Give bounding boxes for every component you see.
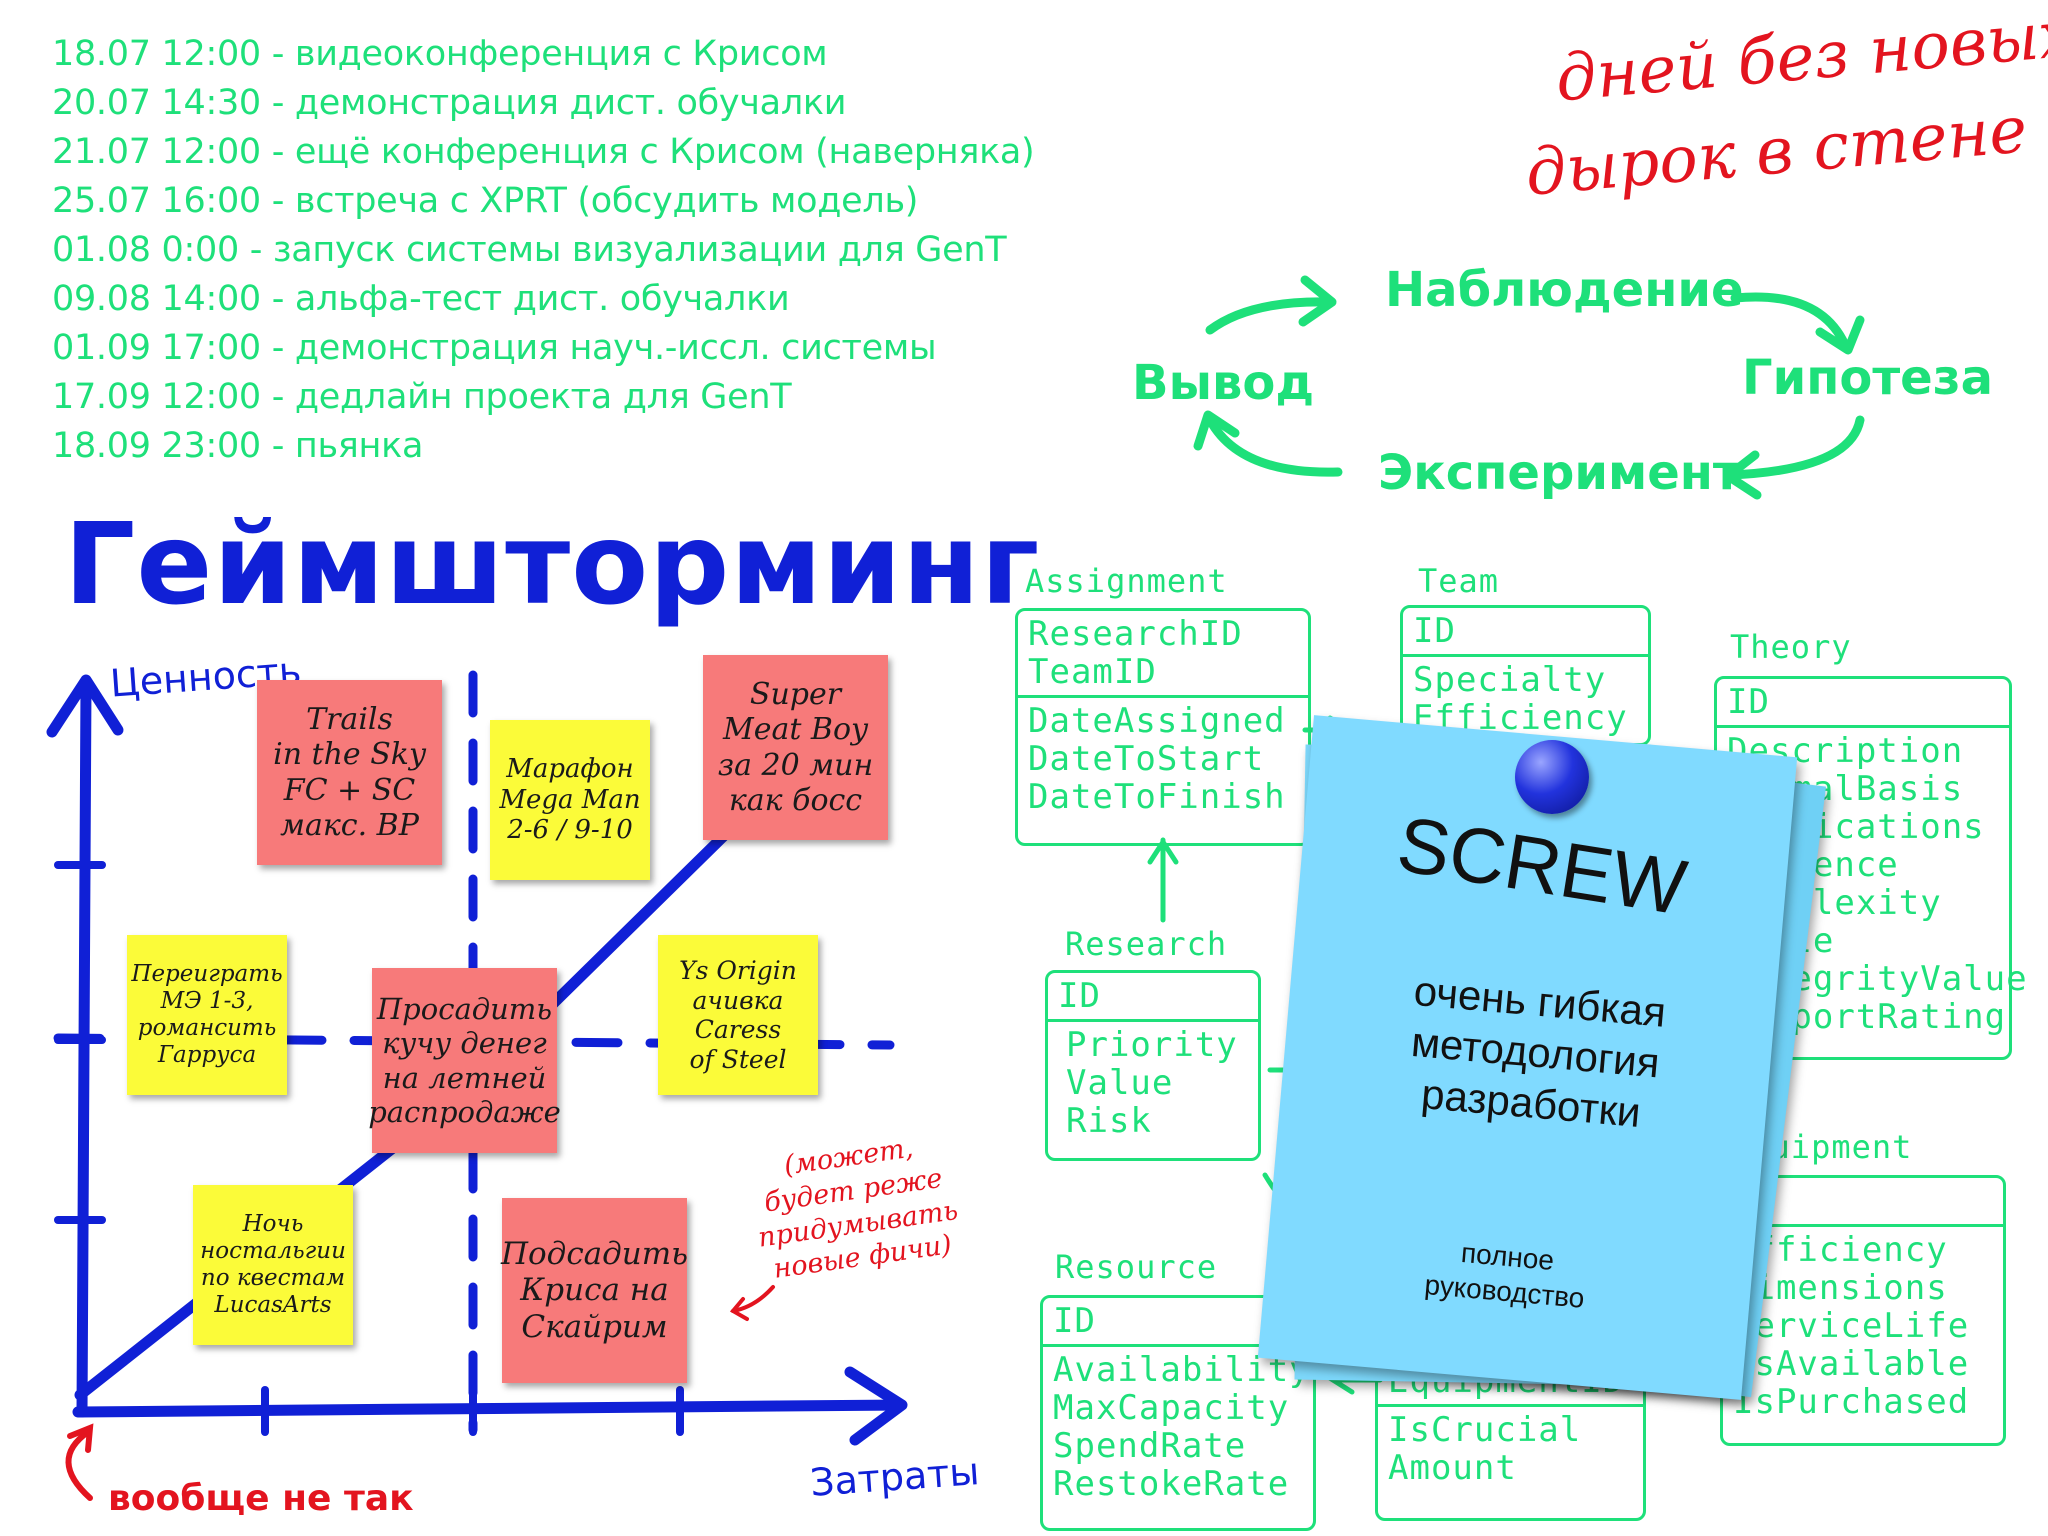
sticky-lucasarts: Ночь ностальгии по квестам LucasArts (193, 1185, 353, 1345)
field: DateToStart (1028, 739, 1265, 779)
field: Specialty (1413, 660, 1607, 700)
table-keys: ResearchID TeamID (1018, 611, 1308, 698)
field: Efficiency (1733, 1230, 1948, 1270)
schedule-item: 20.07 14:30 - демонстрация дист. обучалк… (52, 83, 847, 123)
schedule-item: 01.08 0:00 - запуск системы визуализации… (52, 230, 1007, 270)
schedule-item: 09.08 14:00 - альфа-тест дист. обучалки (52, 279, 790, 319)
schedule-item: 18.09 23:00 - пьянка (52, 426, 424, 466)
field: Amount (1388, 1448, 1517, 1488)
cycle-conclusion: Вывод (1132, 355, 1315, 411)
schedule-item: 17.09 12:00 - дедлайн проекта для GenT (52, 377, 792, 417)
sticky-text: Ночь ностальгии по квестам LucasArts (200, 1210, 346, 1319)
table-fields: Priority Value Risk (1048, 1022, 1258, 1144)
field: ID (1058, 976, 1101, 1016)
schedule-item: 25.07 16:00 - встреча с XPRT (обсудить м… (52, 181, 919, 221)
field: Dimensions (1733, 1268, 1948, 1308)
table-fields: DateAssigned DateToStart DateToFinish (1018, 698, 1308, 820)
table-team: ID Specialty Efficiency (1400, 605, 1651, 746)
arrow-to-conclusion (1205, 415, 1343, 477)
sticky-skyrim: Подсадить Криса на Скайрим (500, 1198, 689, 1383)
table-fields: Specialty Efficiency (1403, 657, 1648, 741)
sticky-trails: Trails in the Sky FC + SC макс. BP (257, 680, 442, 865)
schedule-list: 18.07 12:00 - видеоконференция с Крисом … (52, 30, 1035, 471)
field: TeamID (1028, 652, 1157, 692)
arrow-to-observation (1205, 297, 1335, 335)
maybe-note: (может, будет реже придумывать новые фич… (756, 1132, 960, 1286)
field: ID (1413, 611, 1456, 651)
schedule-item: 21.07 12:00 - ещё конференция с Крисом (… (52, 132, 1035, 172)
sticky-ys-origin: Ys Origin ачивка Caress of Steel (658, 935, 818, 1095)
sticky-text: Подсадить Криса на Скайрим (500, 1235, 689, 1345)
field: ServiceLife (1733, 1306, 1970, 1346)
field: IsAvailable (1733, 1344, 1970, 1384)
table-research: ID Priority Value Risk (1045, 970, 1261, 1161)
field: ResearchID (1028, 614, 1243, 654)
table-title-theory: Theory (1730, 628, 1852, 666)
table-resource: ID Availability MaxCapacity SpendRate Re… (1040, 1295, 1316, 1531)
field: DateToFinish (1028, 777, 1286, 817)
page-title: Геймшторминг (64, 500, 1041, 630)
bottom-note: вообще не так (108, 1478, 414, 1519)
field: DateAssigned (1028, 701, 1286, 741)
schedule-item: 01.09 17:00 - демонстрация науч.-иссл. с… (52, 328, 937, 368)
field: Priority (1066, 1025, 1238, 1065)
sticky-megaman: Марафон Mega Man 2-6 / 9-10 (490, 720, 650, 880)
table-title-research: Research (1065, 925, 1228, 963)
sticky-text: Ys Origin ачивка Caress of Steel (679, 956, 797, 1074)
field: ID (1727, 682, 1770, 722)
card-title: SCREW (1391, 799, 1693, 932)
cycle-experiment: Эксперимент (1378, 445, 1741, 501)
sticky-replay-me: Переиграть МЭ 1-3, романсить Гарруса (127, 935, 287, 1095)
table-fields: IsCrucial Amount (1378, 1407, 1643, 1491)
small-arrow-icon (729, 1285, 775, 1321)
sticky-supermeat: Super Meat Boy за 20 мин как босс (703, 655, 888, 840)
table-assignment: ResearchID TeamID DateAssigned DateToSta… (1015, 608, 1311, 846)
table-title-assignment: Assignment (1025, 562, 1228, 600)
sticky-text: Super Meat Boy за 20 мин как босс (717, 676, 874, 818)
arrow-to-experiment (1725, 415, 1865, 480)
sticky-summer-sale: Просадить кучу денег на летней распродаж… (368, 968, 561, 1153)
cycle-hypothesis: Гипотеза (1742, 350, 1994, 406)
sticky-text: Trails in the Sky FC + SC макс. BP (273, 701, 426, 843)
field: IsCrucial (1388, 1410, 1582, 1450)
field: IsPurchased (1733, 1382, 1970, 1422)
table-keys: ID (1717, 679, 2009, 728)
sticky-text: Просадить кучу денег на летней распродаж… (368, 992, 561, 1129)
table-title-team: Team (1418, 562, 1500, 600)
table-keys: ID (1403, 608, 1648, 657)
schedule-item: 18.07 12:00 - видеоконференция с Крисом (52, 34, 828, 74)
table-fields: Availability MaxCapacity SpendRate Resto… (1043, 1347, 1313, 1507)
pin-icon (1515, 740, 1589, 814)
arrow-to-hypothesis (1730, 292, 1850, 350)
card-subtitle: очень гибкая методология разработки (1409, 966, 1668, 1137)
table-keys: ID (1048, 973, 1258, 1022)
cycle-observation: Наблюдение (1385, 262, 1744, 318)
field: Value (1066, 1063, 1174, 1103)
card-footer: полное руководство (1423, 1237, 1586, 1314)
cycle-arrows (1193, 275, 1865, 500)
x-axis (72, 1399, 906, 1418)
field: RestokeRate (1053, 1464, 1290, 1504)
table-title-resource: Resource (1055, 1248, 1218, 1286)
field: ID (1053, 1301, 1096, 1341)
field: MaxCapacity (1053, 1388, 1290, 1428)
screw-card: SCREW очень гибкая методология разработк… (1257, 715, 1798, 1400)
y-axis (76, 679, 92, 1418)
table-keys: ID (1043, 1298, 1313, 1347)
curved-arrow-icon (65, 1423, 94, 1501)
field: SpendRate (1053, 1426, 1247, 1466)
sticky-text: Марафон Mega Man 2-6 / 9-10 (499, 753, 641, 846)
field: Risk (1066, 1101, 1152, 1141)
sticky-text: Переиграть МЭ 1-3, романсить Гарруса (131, 960, 283, 1069)
